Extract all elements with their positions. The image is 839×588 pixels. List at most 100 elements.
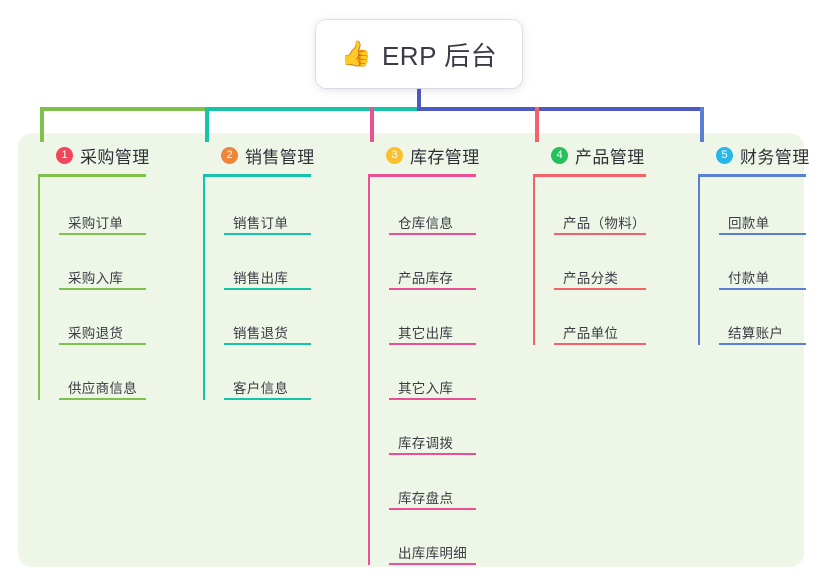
branch-number-badge: 2 — [221, 146, 238, 164]
branch-stub-4 — [535, 107, 539, 142]
branch-header-4[interactable]: 4 产品管理 — [533, 142, 646, 168]
branch-item-label: 销售退货 — [233, 326, 289, 341]
branch-item-label: 销售出库 — [233, 271, 289, 286]
branch-items: 产品（物料） 产品分类产品单位 — [533, 177, 646, 345]
branch-item[interactable]: 产品分类 — [536, 235, 646, 290]
branch-item[interactable]: 回款单 — [701, 177, 810, 235]
branch-item-label: 采购订单 — [68, 216, 124, 231]
branch-item-rule — [59, 288, 146, 290]
branch-item[interactable]: 仓库信息 — [371, 177, 480, 235]
branch-item-label: 库存调拨 — [398, 436, 454, 451]
branch-item[interactable]: 库存调拨 — [371, 400, 480, 455]
branch-number-badge: 1 — [56, 146, 73, 164]
branch-item-rule — [719, 233, 806, 235]
branch-item-rule — [59, 343, 146, 345]
bus-segment-1 — [40, 107, 205, 111]
branch-header-1[interactable]: 1 采购管理 — [38, 142, 150, 168]
branch-item[interactable]: 产品库存 — [371, 235, 480, 290]
branch-item-rule — [719, 288, 806, 290]
branch-item[interactable]: 付款单 — [701, 235, 810, 290]
branch-item[interactable]: 采购入库 — [41, 235, 150, 290]
branch-items: 采购订单采购入库采购退货供应商信息 — [38, 177, 150, 400]
branch-item-rule — [389, 398, 476, 400]
branch-spine — [203, 177, 205, 400]
branch-item[interactable]: 采购订单 — [41, 177, 150, 235]
branch-item[interactable]: 产品单位 — [536, 290, 646, 345]
branches-panel — [18, 133, 804, 567]
branch-item-rule — [59, 233, 146, 235]
branch-item-rule — [389, 343, 476, 345]
branch-item[interactable]: 出库库明细 — [371, 510, 480, 565]
branch-item[interactable]: 结算账户 — [701, 290, 810, 345]
branch-item-label: 库存盘点 — [398, 491, 454, 506]
branch-column-2: 2 销售管理销售订单销售出库销售退货客户信息 — [203, 142, 315, 400]
branch-item-label: 采购入库 — [68, 271, 124, 286]
branch-title: 销售管理 — [245, 147, 315, 167]
branch-title: 采购管理 — [80, 147, 150, 167]
branch-stub-3 — [370, 107, 374, 142]
branch-header-2[interactable]: 2 销售管理 — [203, 142, 315, 168]
branch-spine — [533, 177, 535, 345]
branch-item-label: 其它出库 — [398, 326, 454, 341]
branch-title: 财务管理 — [740, 147, 810, 167]
branch-column-3: 3 库存管理仓库信息产品库存其它出库其它入库库存调拨库存盘点出库库明细 — [368, 142, 480, 565]
branch-item-rule — [389, 288, 476, 290]
branch-item-label: 回款单 — [728, 216, 770, 231]
branch-item[interactable]: 库存盘点 — [371, 455, 480, 510]
bus-segment-2 — [205, 107, 419, 111]
branch-item-rule — [224, 233, 311, 235]
branch-item-rule — [554, 288, 646, 290]
branch-number-badge: 4 — [551, 146, 568, 164]
branch-item-label: 其它入库 — [398, 381, 454, 396]
branch-header-rule — [203, 174, 311, 177]
branch-header-rule — [38, 174, 146, 177]
branch-stub-1 — [40, 107, 44, 142]
branch-item-label: 产品分类 — [563, 271, 619, 286]
branch-stub-5 — [700, 107, 704, 142]
branch-header-rule — [368, 174, 476, 177]
root-drop-line — [417, 88, 421, 111]
branch-item[interactable]: 产品（物料） — [536, 177, 646, 235]
branch-header-3[interactable]: 3 库存管理 — [368, 142, 480, 168]
branch-item[interactable]: 销售订单 — [206, 177, 315, 235]
branch-item-label: 付款单 — [728, 271, 770, 286]
branch-item-label: 结算账户 — [728, 326, 784, 341]
branch-items: 回款单付款单结算账户 — [698, 177, 810, 345]
branch-item[interactable]: 客户信息 — [206, 345, 315, 400]
branch-item-rule — [389, 508, 476, 510]
branch-column-5: 5 财务管理回款单付款单结算账户 — [698, 142, 810, 345]
branch-item-rule — [224, 343, 311, 345]
branch-title: 产品管理 — [575, 147, 645, 167]
branch-number-badge: 5 — [716, 146, 733, 164]
branch-header-rule — [698, 174, 806, 177]
root-node[interactable]: 👍 ERP 后台 — [316, 20, 522, 88]
branch-spine — [38, 177, 40, 400]
branch-item-label: 采购退货 — [68, 326, 124, 341]
branch-item-rule — [224, 288, 311, 290]
branch-item[interactable]: 销售出库 — [206, 235, 315, 290]
thumbs-up-icon: 👍 — [340, 39, 372, 68]
branch-item-rule — [59, 398, 146, 400]
branch-item-rule — [554, 343, 646, 345]
bus-segment-3 — [419, 107, 702, 111]
branch-item-rule — [224, 398, 311, 400]
branch-item[interactable]: 供应商信息 — [41, 345, 150, 400]
branch-number-badge: 3 — [386, 146, 403, 164]
branch-spine — [368, 177, 370, 565]
branch-item-label: 仓库信息 — [398, 216, 454, 231]
branch-header-5[interactable]: 5 财务管理 — [698, 142, 810, 168]
branch-item[interactable]: 其它出库 — [371, 290, 480, 345]
branch-item[interactable]: 采购退货 — [41, 290, 150, 345]
branch-item-rule — [554, 233, 646, 235]
branch-spine — [698, 177, 700, 345]
branch-header-rule — [533, 174, 646, 177]
branch-item[interactable]: 其它入库 — [371, 345, 480, 400]
branch-item-rule — [719, 343, 806, 345]
branch-item-label: 产品库存 — [398, 271, 454, 286]
branch-item-label: 产品（物料） — [563, 216, 646, 231]
branch-title: 库存管理 — [410, 147, 480, 167]
branch-items: 销售订单销售出库销售退货客户信息 — [203, 177, 315, 400]
branch-item[interactable]: 销售退货 — [206, 290, 315, 345]
branch-item-rule — [389, 233, 476, 235]
